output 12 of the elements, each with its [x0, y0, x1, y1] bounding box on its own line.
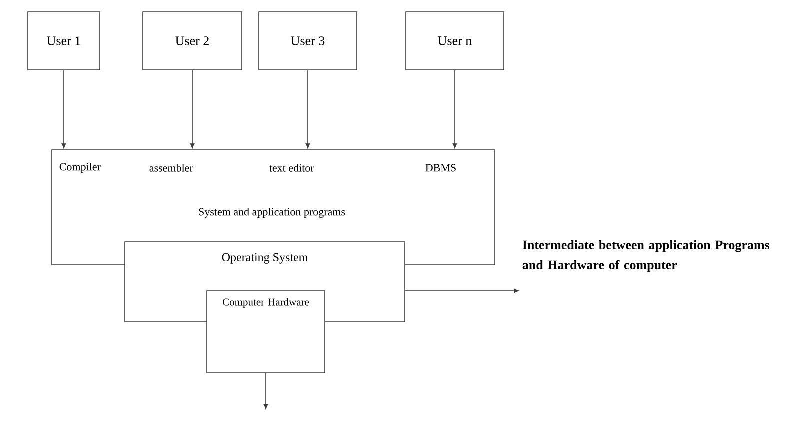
arrow [306, 70, 310, 149]
arrow [264, 373, 268, 410]
user-box: User 1 [28, 12, 100, 70]
user-box: User n [406, 12, 504, 70]
user-box: User 2 [142, 12, 242, 70]
note-text: Intermediate between application Programs and Hardware of computer [522, 240, 770, 272]
hardware-box: Computer Hardware [206, 290, 326, 374]
user-box: User 3 [258, 12, 358, 70]
arrow [452, 70, 458, 149]
arrow [405, 288, 519, 294]
arrow [190, 70, 195, 149]
arrow [62, 70, 66, 149]
